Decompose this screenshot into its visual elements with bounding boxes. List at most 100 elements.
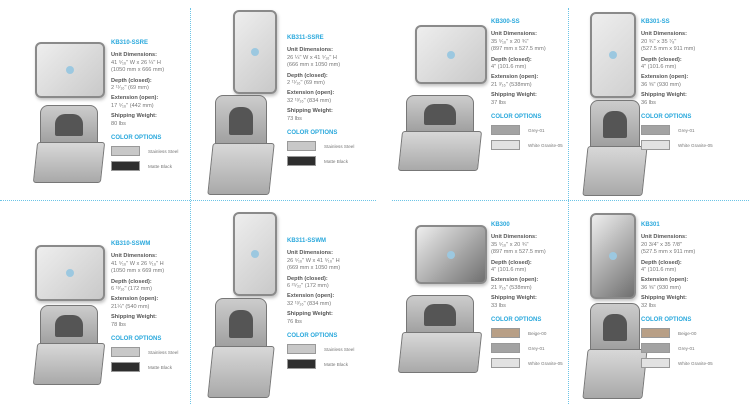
swatch-name: Grey-01 bbox=[528, 127, 545, 133]
extension-label: Extension (open): bbox=[641, 74, 689, 81]
color-options-heading: COLOR OPTIONS bbox=[641, 317, 692, 324]
swatch-chip bbox=[641, 358, 670, 369]
extension-label: Extension (open): bbox=[111, 95, 159, 102]
product-image-open bbox=[207, 298, 275, 398]
weight-value: 32 lbs bbox=[641, 302, 656, 309]
color-swatch: Matte Black bbox=[111, 362, 201, 373]
logo-icon bbox=[251, 48, 259, 56]
color-options-heading: COLOR OPTIONS bbox=[111, 135, 162, 142]
swatch-chip bbox=[111, 146, 140, 157]
dimensions-imperial: 41 ⁵⁄₁₆" W x 26 ¼" H bbox=[111, 59, 161, 66]
spec-block: KB300 Unit Dimensions: 35 ⁵⁄₁₆" x 20 ¾" … bbox=[491, 222, 581, 373]
spec-block: KB311-SSRE Unit Dimensions: 26 ¼" W x 41… bbox=[287, 35, 377, 171]
product-image-closed bbox=[415, 25, 487, 84]
spec-block: KB301-SS Unit Dimensions: 20 ¾" x 35 ⁷⁄₈… bbox=[641, 19, 731, 155]
model-number: KB311-SSRE bbox=[287, 35, 324, 41]
swatch-chip bbox=[491, 343, 520, 354]
dimensions-imperial: 26 ¼" W x 41 ⁵⁄₁₆" H bbox=[287, 54, 337, 61]
swatch-name: Matte Black bbox=[148, 364, 172, 370]
swatch-chip bbox=[287, 141, 316, 152]
dimensions-metric: (897 mm x 527.5 mm) bbox=[491, 249, 546, 256]
swatch-name: Stainless Steel bbox=[148, 148, 179, 154]
swatch-chip bbox=[287, 359, 316, 370]
unit-dimensions-label: Unit Dimensions: bbox=[287, 250, 333, 257]
swatch-name: Beige-00 bbox=[528, 330, 547, 336]
logo-icon bbox=[447, 250, 455, 259]
swatch-chip bbox=[491, 140, 520, 151]
extension-value: 36 ⅝" (930 mm) bbox=[641, 81, 681, 88]
model-number: KB300-SS bbox=[491, 19, 520, 25]
weight-value: 73 lbs bbox=[287, 115, 302, 122]
extension-value: 21 ³⁄₁₆" (538mm) bbox=[491, 81, 532, 88]
depth-label: Depth (closed): bbox=[111, 77, 152, 84]
swatch-name: Stainless Steel bbox=[324, 143, 355, 149]
weight-label: Shipping Weight: bbox=[287, 108, 333, 115]
dimensions-imperial: 35 ⁵⁄₁₆" x 20 ¾" bbox=[491, 38, 529, 45]
dimensions-imperial: 26 ⁵⁄₁₆" W x 41 ⁵⁄₁₆" H bbox=[287, 257, 340, 264]
swatch-chip bbox=[491, 125, 520, 136]
product-image-closed bbox=[590, 12, 636, 98]
color-options-heading: COLOR OPTIONS bbox=[491, 114, 542, 121]
color-swatch: Grey-01 bbox=[491, 125, 581, 136]
color-swatch: White Granite-05 bbox=[491, 358, 581, 369]
dimensions-imperial: 20 ¾" x 35 ⁷⁄₈" bbox=[641, 38, 677, 45]
product-image-open bbox=[582, 100, 648, 195]
dimensions-metric: (1050 mm x 669 mm) bbox=[111, 268, 165, 275]
dimensions-imperial: 41 ⁵⁄₁₆" W x 26 ⁵⁄₁₆" H bbox=[111, 260, 164, 267]
product-image-open bbox=[207, 95, 275, 195]
dimensions-metric: (666 mm x 1050 mm) bbox=[287, 62, 341, 69]
divider-horizontal-left bbox=[0, 200, 376, 201]
divider-horizontal-right bbox=[392, 200, 749, 201]
color-swatch: Matte Black bbox=[111, 161, 201, 172]
color-options-heading: COLOR OPTIONS bbox=[287, 333, 338, 340]
product-image-closed bbox=[233, 212, 277, 296]
logo-icon bbox=[447, 50, 455, 59]
weight-value: 78 lbs bbox=[111, 321, 126, 328]
swatch-name: Beige-00 bbox=[678, 330, 697, 336]
depth-value: 4" (101.6 mm) bbox=[491, 64, 527, 71]
spec-block: KB310-SSWM Unit Dimensions: 41 ⁵⁄₁₆" W x… bbox=[111, 241, 201, 377]
unit-dimensions-label: Unit Dimensions: bbox=[111, 52, 157, 59]
color-options-heading: COLOR OPTIONS bbox=[491, 317, 542, 324]
product-image-closed bbox=[35, 245, 105, 301]
extension-value: 21 ³⁄₁₆" (538mm) bbox=[491, 284, 532, 291]
unit-dimensions-label: Unit Dimensions: bbox=[641, 31, 687, 38]
logo-icon bbox=[66, 269, 74, 277]
product-image-open bbox=[397, 95, 483, 170]
spec-block: KB310-SSRE Unit Dimensions: 41 ⁵⁄₁₆" W x… bbox=[111, 40, 201, 176]
unit-dimensions-label: Unit Dimensions: bbox=[287, 47, 333, 54]
color-options-heading: COLOR OPTIONS bbox=[111, 336, 162, 343]
model-number: KB310-SSWM bbox=[111, 241, 151, 247]
depth-label: Depth (closed): bbox=[287, 275, 328, 282]
weight-value: 36 lbs bbox=[641, 99, 656, 106]
model-number: KB301 bbox=[641, 222, 660, 228]
product-image-open bbox=[582, 303, 648, 398]
color-swatch: Stainless Steel bbox=[287, 141, 377, 152]
swatch-name: Grey-01 bbox=[678, 345, 695, 351]
weight-label: Shipping Weight: bbox=[491, 295, 537, 302]
swatch-name: Grey-01 bbox=[528, 345, 545, 351]
depth-value: 4" (101.6 mm) bbox=[491, 267, 527, 274]
swatch-chip bbox=[641, 343, 670, 354]
color-swatch: Grey-01 bbox=[641, 125, 731, 136]
model-number: KB311-SSWM bbox=[287, 238, 327, 244]
depth-label: Depth (closed): bbox=[641, 259, 682, 266]
logo-icon bbox=[609, 252, 617, 260]
color-swatch: Stainless Steel bbox=[111, 347, 201, 358]
dimensions-imperial: 20 3/4" x 35 7/8" bbox=[641, 241, 682, 248]
weight-label: Shipping Weight: bbox=[641, 295, 687, 302]
weight-label: Shipping Weight: bbox=[641, 92, 687, 99]
depth-value: 2 ¹¹⁄₁₆" (69 mm) bbox=[287, 80, 325, 87]
color-swatch: Grey-01 bbox=[641, 343, 731, 354]
model-number: KB310-SSRE bbox=[111, 40, 149, 46]
divider-vertical-right bbox=[568, 8, 569, 404]
color-swatch: White Granite-05 bbox=[641, 358, 731, 369]
weight-label: Shipping Weight: bbox=[111, 314, 157, 321]
logo-icon bbox=[609, 51, 617, 59]
swatch-chip bbox=[641, 328, 670, 339]
dimensions-imperial: 35 ⁵⁄₁₆" x 20 ¾" bbox=[491, 241, 529, 248]
weight-label: Shipping Weight: bbox=[287, 311, 333, 318]
color-swatch: Matte Black bbox=[287, 156, 377, 167]
depth-value: 4" (101.6 mm) bbox=[641, 267, 677, 274]
weight-label: Shipping Weight: bbox=[491, 92, 537, 99]
